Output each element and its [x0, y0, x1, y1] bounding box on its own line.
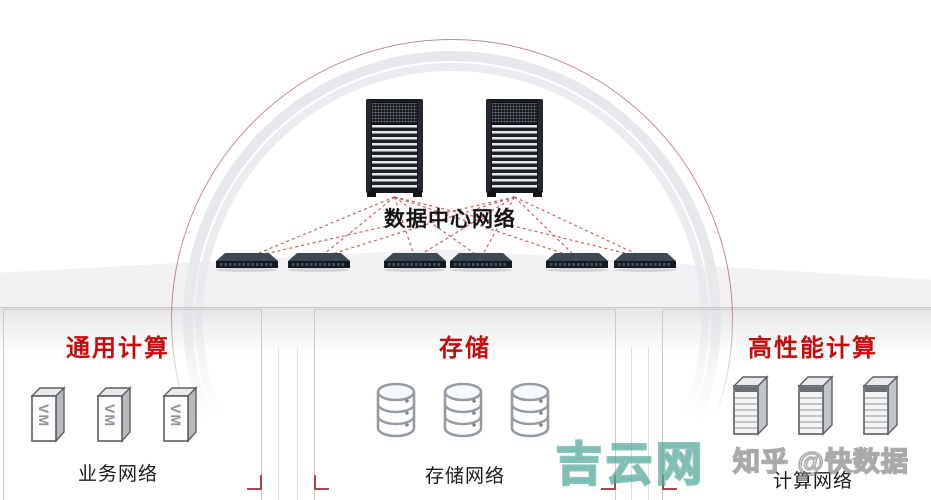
corner-bracket	[601, 475, 616, 490]
network-label-business: 业务网络	[77, 464, 158, 485]
ground-divider-line	[0, 307, 931, 308]
vm-label: VM	[168, 404, 184, 427]
network-label-storage: 存储网络	[424, 466, 505, 487]
database-icon	[376, 382, 416, 438]
section-title-general-computing: 通用计算	[66, 335, 170, 362]
gap-line	[631, 348, 632, 500]
watermark-zhihu: 知乎 @快数据	[732, 446, 909, 478]
vm-server-icon-row: VM VM VM	[28, 384, 200, 444]
gap-line	[278, 348, 279, 500]
datacenter-network-label: 数据中心网络	[384, 208, 516, 231]
vm-server-icon: VM	[30, 386, 66, 443]
database-icon	[510, 382, 550, 438]
section-title-hpc: 高性能计算	[748, 335, 878, 362]
vm-label: VM	[102, 404, 118, 427]
corner-bracket	[662, 475, 677, 490]
corner-bracket	[314, 475, 329, 490]
vm-server-icon: VM	[162, 386, 198, 443]
vm-label: VM	[36, 404, 52, 427]
rack-server-icon	[797, 375, 834, 436]
watermark-jiyunwang: 吉云网	[555, 437, 706, 492]
rack-server-icon	[732, 375, 769, 436]
vm-server-icon: VM	[96, 386, 132, 443]
core-server-icon	[366, 99, 423, 197]
gap-line	[297, 348, 298, 500]
rack-server-icon-row	[729, 373, 903, 437]
section-box-storage	[314, 309, 616, 500]
leaf-switch-icon	[546, 253, 608, 272]
ground-gradient	[0, 308, 931, 356]
leaf-switch-icon	[216, 253, 278, 272]
database-icon	[443, 382, 483, 438]
leaf-switch-icon	[288, 253, 350, 272]
rack-server-icon	[862, 375, 899, 436]
section-title-storage: 存储	[439, 335, 491, 362]
database-icon-row	[374, 382, 552, 438]
leaf-switch-icon	[614, 253, 676, 272]
corner-bracket	[247, 475, 262, 490]
section-box-general-computing	[3, 309, 262, 500]
gap-line	[648, 348, 649, 500]
core-server-icon	[486, 99, 543, 197]
leaf-switch-icon	[450, 253, 512, 272]
leaf-switch-icon	[384, 253, 446, 272]
section-box-hpc	[662, 309, 931, 500]
network-label-computing: 计算网络	[772, 471, 853, 492]
